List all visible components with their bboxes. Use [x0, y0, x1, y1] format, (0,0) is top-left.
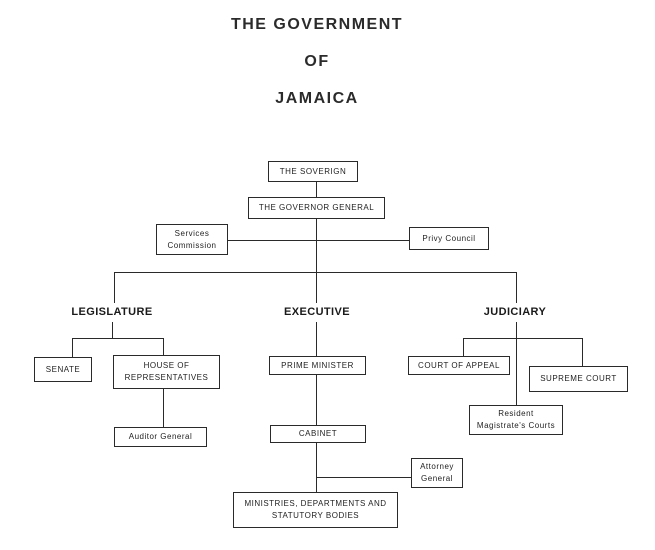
node-senate: SENATE [34, 357, 92, 382]
connector-prime-minister-cabinet [316, 375, 317, 425]
node-services-commission-line2: Commission [167, 240, 217, 250]
branch-label-legislature: LEGISLATURE [71, 306, 153, 318]
node-governor-general-label: THE GOVERNOR GENERAL [258, 203, 375, 213]
node-prime-minister-label: PRIME MINISTER [281, 360, 354, 370]
title-line-3: JAMAICA [275, 90, 359, 107]
node-house-line2: REPRESENTATIVES [124, 373, 209, 382]
node-auditor-general: Auditor General [114, 427, 207, 447]
title-line-1: THE GOVERNMENT [230, 16, 404, 33]
node-resident-line2: Magistrate's Courts [476, 421, 556, 430]
connector-drop-supreme-court [582, 338, 583, 366]
node-supreme-court-label: SUPREME COURT [540, 374, 617, 384]
connector-house-auditor [163, 389, 164, 427]
connector-drop-house [163, 338, 164, 355]
node-ministries-line2: STATUTORY BODIES [271, 511, 360, 520]
node-resident-line1: Resident [498, 409, 534, 419]
connector-branch-bar [114, 272, 517, 273]
node-attorney-general: Attorney General [411, 458, 463, 488]
node-house-line1: HOUSE OF [143, 361, 190, 371]
connector-drop-court-of-appeal [463, 338, 464, 356]
node-prime-minister: PRIME MINISTER [269, 356, 366, 375]
node-privy-council-label: Privy Council [422, 233, 476, 243]
connector-legislature-bar [72, 338, 163, 339]
node-resident-magistrates-courts: Resident Magistrate's Courts [469, 405, 563, 435]
branch-label-executive: EXECUTIVE [284, 306, 350, 318]
connector-executive-prime-minister [316, 322, 317, 356]
node-cabinet: CABINET [270, 425, 366, 443]
node-sovereign-label: THE SOVERIGN [279, 166, 347, 176]
connector-governor-spine [316, 219, 317, 303]
connector-legislature-subtree [112, 322, 113, 338]
node-court-of-appeal-label: COURT OF APPEAL [418, 360, 500, 370]
node-governor-general: THE GOVERNOR GENERAL [248, 197, 385, 219]
node-sovereign: THE SOVERIGN [268, 161, 358, 182]
node-auditor-general-label: Auditor General [128, 432, 193, 442]
node-privy-council: Privy Council [409, 227, 489, 250]
node-services-commission-line1: Services [174, 228, 210, 238]
connector-attorney-general [316, 477, 411, 478]
connector-drop-senate [72, 338, 73, 357]
node-senate-label: SENATE [45, 364, 81, 374]
node-supreme-court: SUPREME COURT [529, 366, 628, 392]
node-ministries-line1: MINISTRIES, DEPARTMENTS AND [244, 499, 387, 509]
node-attorney-general-line1: Attorney [420, 462, 454, 472]
title-line-2: OF [304, 53, 330, 70]
node-attorney-general-line2: General [421, 474, 453, 483]
connector-drop-legislature [114, 272, 115, 303]
node-ministries-departments: MINISTRIES, DEPARTMENTS AND STATUTORY BO… [233, 492, 398, 528]
connector-sovereign-governor [316, 182, 317, 197]
node-services-commission: Services Commission [156, 224, 228, 255]
connector-cabinet-ministries [316, 443, 317, 492]
connector-judiciary-bar [463, 338, 582, 339]
branch-label-judiciary: JUDICIARY [483, 306, 547, 318]
node-cabinet-label: CABINET [298, 429, 338, 439]
connector-judiciary-resident [516, 322, 517, 405]
connector-drop-judiciary [516, 272, 517, 303]
connector-services-privy [228, 240, 409, 241]
node-court-of-appeal: COURT OF APPEAL [408, 356, 510, 375]
node-house-of-representatives: HOUSE OF REPRESENTATIVES [113, 355, 220, 389]
